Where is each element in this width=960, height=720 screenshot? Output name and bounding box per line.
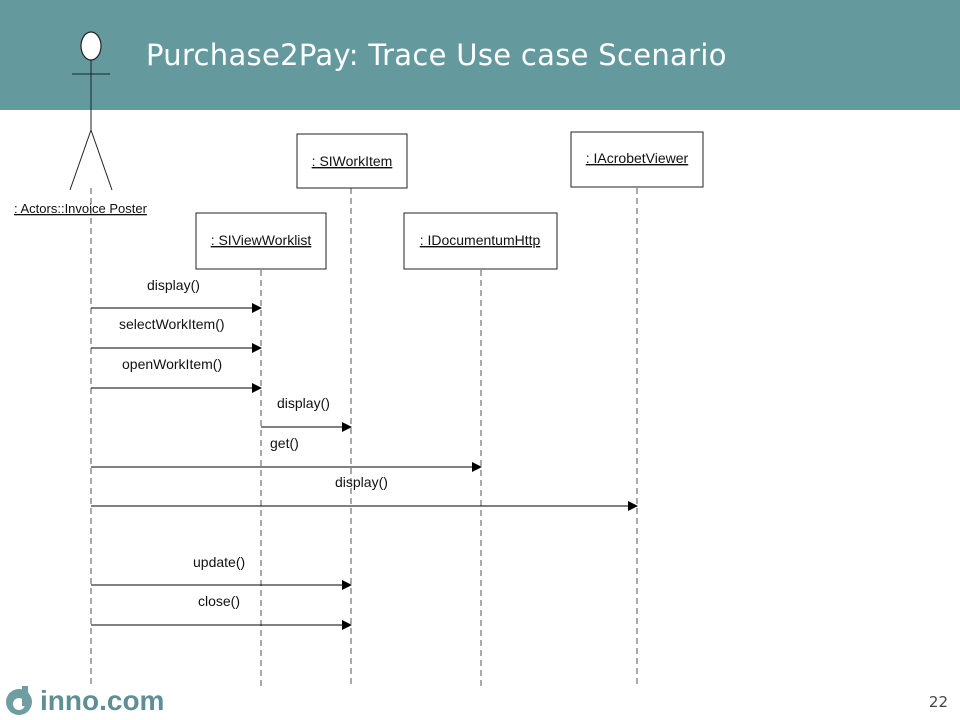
object-idocumentumhttp: : IDocumentumHttp — [403, 212, 558, 270]
slide-title: Purchase2Pay: Trace Use case Scenario — [146, 38, 727, 72]
object-box — [195, 212, 327, 270]
message-get: get() — [91, 435, 482, 472]
message-label: openWorkItem() — [122, 356, 222, 372]
message-label: get() — [270, 435, 299, 451]
page-number: 22 — [928, 693, 948, 711]
object-label: : IDocumentumHttp — [420, 232, 541, 248]
object-label: : IAcrobetViewer — [586, 150, 689, 166]
message-label: close() — [198, 593, 240, 609]
message-close: close() — [91, 593, 352, 630]
logo-text: inno.com — [40, 685, 165, 716]
object-siviewworklist: : SIViewWorklist — [195, 212, 327, 270]
message-display-acrobat: display() — [91, 474, 638, 511]
actor-right-leg — [90, 129, 113, 191]
actor-left-leg — [69, 129, 92, 191]
header-bar — [0, 0, 960, 110]
object-box — [296, 133, 408, 189]
object-box — [570, 131, 704, 188]
actor-label: : Actors::Invoice Poster — [14, 201, 148, 216]
logo-icon — [6, 686, 32, 715]
message-label: update() — [193, 554, 245, 570]
object-siworkitem: : SIWorkItem — [296, 133, 408, 189]
message-display-workitem: display() — [261, 395, 352, 432]
actor-head — [80, 31, 102, 61]
message-display: display() — [91, 277, 262, 313]
message-select-work-item: selectWorkItem() — [91, 316, 262, 353]
actor-figure — [69, 31, 113, 191]
message-label: display() — [147, 277, 200, 293]
object-label: : SIViewWorklist — [211, 232, 312, 248]
message-update: update() — [91, 554, 352, 590]
object-iacrobatviewer: : IAcrobetViewer — [570, 131, 704, 188]
message-label: display() — [335, 474, 388, 490]
message-open-work-item: openWorkItem() — [91, 356, 262, 393]
object-box — [403, 212, 558, 270]
object-label: : SIWorkItem — [312, 153, 393, 169]
message-label: selectWorkItem() — [119, 316, 225, 332]
message-label: display() — [277, 395, 330, 411]
